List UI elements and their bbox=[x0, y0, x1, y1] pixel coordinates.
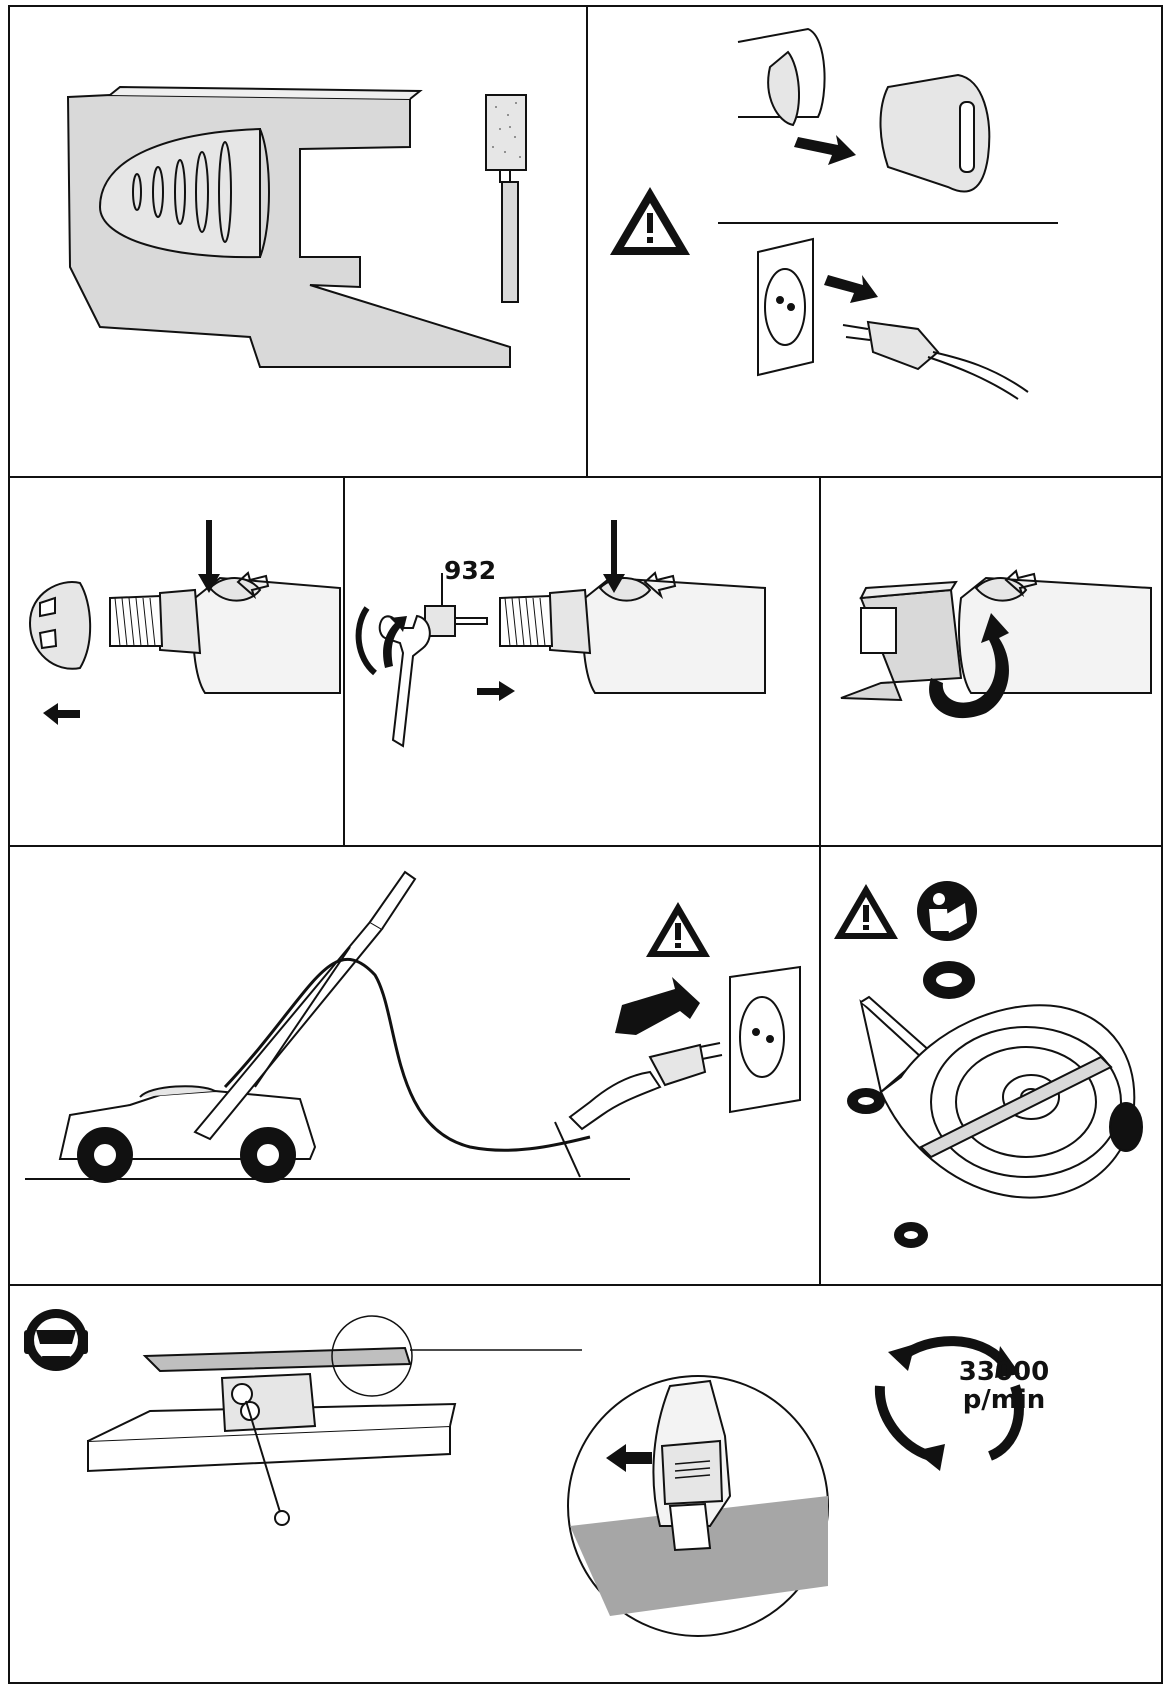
detail-magnifier bbox=[567, 1375, 829, 1637]
arrow-down-icon bbox=[603, 520, 625, 593]
rotation-arrow-icon bbox=[383, 616, 407, 668]
insert-bit-illustration bbox=[355, 520, 766, 748]
sharpening-guide bbox=[840, 580, 963, 702]
grinding-stone-bit bbox=[485, 94, 527, 303]
remove-cap-illustration bbox=[28, 520, 341, 725]
wall-socket bbox=[757, 237, 814, 377]
mower-blade bbox=[142, 1346, 412, 1373]
nose-cap bbox=[28, 581, 92, 670]
disconnect-power-illustration bbox=[610, 27, 1058, 400]
tool-body-battery-removal bbox=[737, 27, 991, 193]
attach-guide-illustration bbox=[840, 569, 1152, 719]
tool-body bbox=[109, 576, 341, 694]
slide-arrow-icon bbox=[236, 571, 270, 600]
read-manual-icon bbox=[917, 881, 977, 941]
speed-unit: p/min bbox=[962, 1385, 1046, 1415]
wrench bbox=[378, 614, 431, 748]
arrow-left-icon bbox=[615, 977, 700, 1035]
arrow-right-icon bbox=[477, 681, 515, 701]
speed-value: 33000 bbox=[958, 1357, 1050, 1387]
lawnmower bbox=[58, 870, 417, 1183]
tool-body bbox=[499, 576, 766, 694]
slide-arrow-icon bbox=[643, 571, 677, 600]
lawnmower-unplug-illustration bbox=[25, 870, 801, 1183]
slide-arrow-icon bbox=[1004, 569, 1038, 598]
sharpening-guide-illustration bbox=[66, 85, 527, 368]
power-plug bbox=[568, 1042, 723, 1131]
rotation-arrow-icon bbox=[929, 613, 1009, 719]
arrow-left-icon bbox=[606, 1444, 652, 1472]
bench-vise bbox=[220, 1372, 317, 1526]
arrow-left-icon bbox=[43, 703, 80, 725]
protective-gear-icon bbox=[24, 1309, 88, 1371]
rotation-arrow-icon bbox=[355, 606, 378, 676]
arrow-right-icon bbox=[824, 275, 878, 303]
sharpening-guide bbox=[66, 85, 511, 368]
mower-underside bbox=[847, 961, 1143, 1248]
arrow-down-icon bbox=[198, 520, 220, 593]
mower-blade-illustration bbox=[834, 881, 1143, 1248]
warning-triangle-icon bbox=[834, 884, 898, 939]
power-plug bbox=[842, 320, 1029, 400]
arrow-right-icon bbox=[794, 135, 856, 165]
part-number-label: 932 bbox=[444, 556, 497, 585]
sharpen-blade-illustration bbox=[24, 1309, 1024, 1637]
wall-socket bbox=[729, 965, 801, 1114]
power-cord bbox=[223, 957, 591, 1152]
rotation-arrowheads bbox=[888, 1344, 1020, 1471]
warning-triangle-icon bbox=[610, 187, 690, 255]
grinding-bit-932 bbox=[424, 605, 488, 637]
speed-label: 33000 p/min bbox=[944, 1358, 1064, 1414]
warning-triangle-icon bbox=[646, 902, 710, 957]
